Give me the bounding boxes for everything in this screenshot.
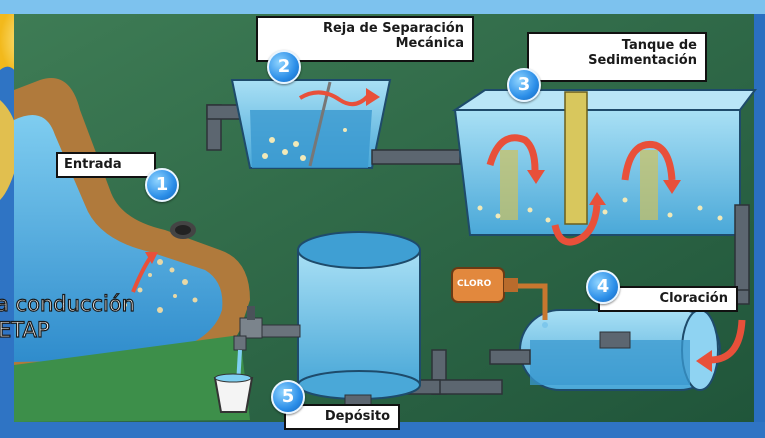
step-badge-4: 4 bbox=[586, 270, 620, 304]
label-deposito-text: Depósito bbox=[324, 409, 390, 424]
label-tanque-line1: Tanque de bbox=[621, 38, 697, 53]
label-cloracion-text: Cloración bbox=[659, 291, 728, 306]
bottom-band bbox=[0, 422, 765, 438]
label-entrada: Entrada bbox=[56, 152, 156, 178]
step-badge-3: 3 bbox=[507, 68, 541, 102]
label-entrada-text: Entrada bbox=[64, 157, 122, 172]
flow-arrow-inlet bbox=[131, 256, 152, 293]
pipe-screen-to-sed bbox=[371, 149, 461, 165]
flow-arrow-outlet bbox=[709, 319, 746, 364]
sedimentation-tank bbox=[451, 89, 757, 246]
chlorine-bottle bbox=[451, 267, 548, 328]
top-band bbox=[0, 0, 765, 14]
label-reja-line1: Reja de Separación bbox=[322, 21, 464, 36]
label-tanque: Tanque de Sedimentación bbox=[527, 32, 707, 82]
faucet bbox=[233, 306, 301, 386]
chlorination-drum bbox=[519, 309, 721, 391]
side-text-line2: ETAP bbox=[0, 317, 50, 342]
label-tanque-line2: Sedimentación bbox=[588, 53, 697, 68]
water-cup bbox=[213, 373, 254, 413]
step-badge-1: 1 bbox=[145, 168, 179, 202]
deposit-tank bbox=[297, 231, 421, 416]
side-text-line1: a conducción bbox=[0, 291, 136, 316]
label-reja-line2: Mecánica bbox=[395, 36, 464, 51]
step-badge-5: 5 bbox=[271, 380, 305, 414]
label-deposito: Depósito bbox=[284, 404, 400, 430]
screen-tank bbox=[230, 79, 392, 169]
flow-arrow-outlet-head bbox=[696, 350, 712, 372]
flow-arrow-inlet-head bbox=[145, 252, 158, 264]
chlorine-bottle-label: CLORO bbox=[457, 279, 492, 289]
step-badge-2: 2 bbox=[267, 50, 301, 84]
